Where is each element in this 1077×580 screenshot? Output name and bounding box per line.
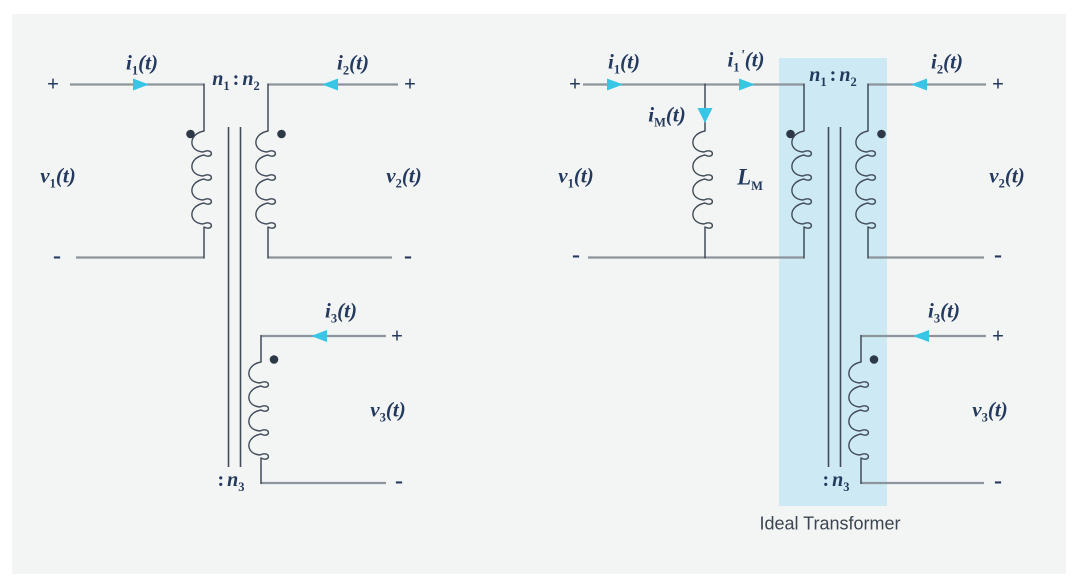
winding2-coil-left <box>255 130 277 229</box>
label-n3-left: :n3 <box>217 469 245 494</box>
minus-sign-left-primary: - <box>53 243 61 269</box>
right-winding-leads <box>704 83 869 484</box>
label-v1-left: v1(t) <box>40 163 76 191</box>
diagram-panel <box>12 14 1066 574</box>
plus-sign-left-tertiary: + <box>391 323 403 348</box>
minus-sign-right-primary: - <box>572 242 580 268</box>
left-winding-leads <box>203 83 269 484</box>
plus-sign-left-primary: + <box>47 71 59 96</box>
ideal-transformer-caption: Ideal Transformer <box>759 513 901 534</box>
label-v3-left: v3(t) <box>370 397 406 425</box>
label-i1-right: i1(t) <box>608 49 640 77</box>
magnetizing-inductor-coil <box>692 130 714 229</box>
polarity-dots-right <box>786 129 886 364</box>
label-i2-left: i2(t) <box>337 50 369 78</box>
plus-sign-right-primary: + <box>569 71 581 96</box>
label-v3-right: v3(t) <box>972 397 1008 425</box>
plus-sign-right-tertiary: + <box>992 323 1004 348</box>
label-turns-ratio-right: n1:n2 <box>809 64 857 89</box>
polarity-dot-icon <box>786 129 795 139</box>
current-arrow-i1-icon <box>607 78 623 91</box>
label-n3-right: :n3 <box>822 469 850 494</box>
label-v1-right: v1(t) <box>558 163 594 191</box>
ideal-transformer-highlight <box>779 58 887 506</box>
label-turns-ratio-left: n1:n2 <box>212 68 260 93</box>
label-i1-prime-right: i1'(t) <box>727 47 765 75</box>
polarity-dot-icon <box>277 129 286 139</box>
polarity-dot-icon <box>186 129 195 139</box>
minus-sign-left-tertiary: - <box>395 468 403 494</box>
current-arrow-i3-icon <box>913 330 929 342</box>
right-circuit <box>583 78 986 485</box>
left-wires <box>70 83 398 485</box>
winding3-coil-left <box>248 361 270 460</box>
core-lines-right <box>827 127 842 467</box>
label-lm-right: LM <box>737 164 763 194</box>
current-arrow-i2-icon <box>911 78 927 91</box>
current-arrows-left <box>133 78 338 342</box>
label-v2-right: v2(t) <box>989 163 1025 191</box>
polarity-dot-icon <box>877 129 886 139</box>
current-arrow-i1-icon <box>133 78 149 91</box>
polarity-dot-icon <box>869 355 879 364</box>
current-arrow-i3-icon <box>311 330 327 342</box>
label-i2-right: i2(t) <box>931 49 963 77</box>
minus-sign-right-secondary: - <box>994 242 1002 268</box>
minus-sign-left-secondary: - <box>404 243 412 269</box>
plus-sign-right-secondary: + <box>992 71 1004 96</box>
label-i3-left: i3(t) <box>325 298 357 326</box>
plus-sign-left-secondary: + <box>404 71 416 96</box>
label-v2-left: v2(t) <box>386 163 422 191</box>
current-arrow-i1prime-icon <box>739 78 755 91</box>
winding1-coil-left <box>191 130 213 229</box>
polarity-dot-icon <box>269 355 279 364</box>
label-i1-left: i1(t) <box>126 50 158 78</box>
current-arrows-right <box>607 78 929 342</box>
current-arrow-im-icon <box>697 108 713 123</box>
left-circuit <box>70 78 398 485</box>
polarity-dots-left <box>186 129 286 364</box>
current-arrow-i2-icon <box>322 78 338 91</box>
core-lines-left <box>227 127 242 467</box>
label-im-right: iM(t) <box>648 102 686 130</box>
label-i3-right: i3(t) <box>928 298 960 326</box>
minus-sign-right-tertiary: - <box>994 468 1002 494</box>
